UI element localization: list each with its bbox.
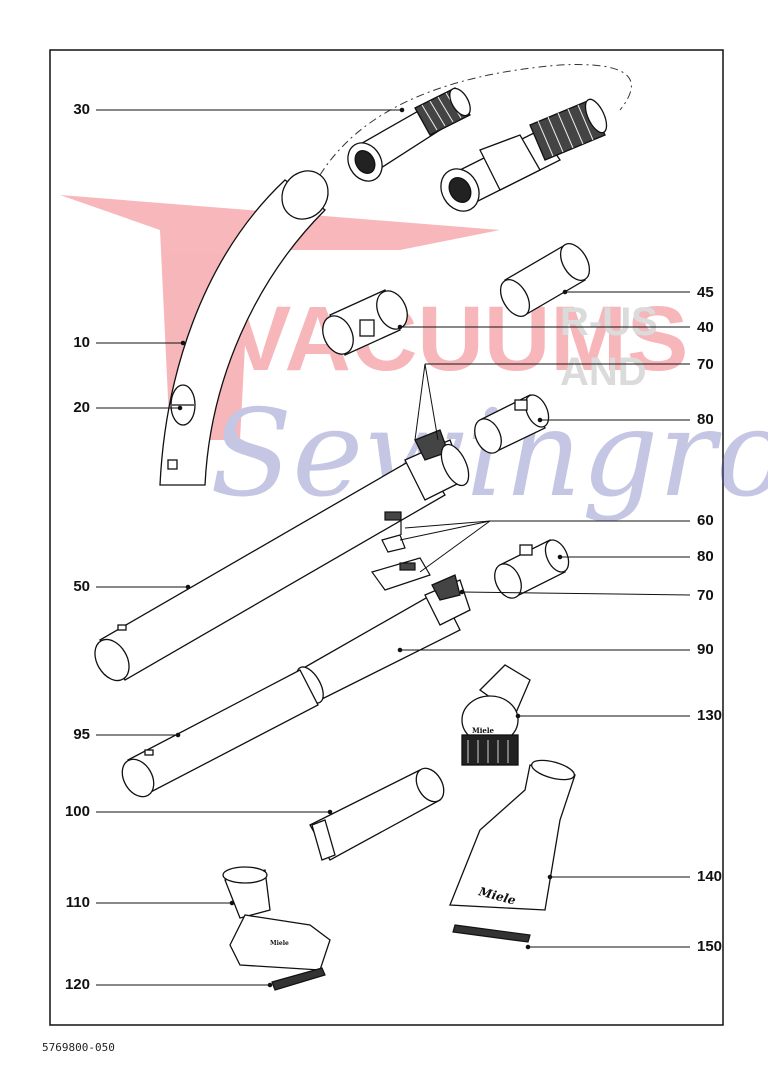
callout-80-upper: 80 — [697, 411, 714, 428]
callout-30: 30 — [73, 101, 90, 118]
tool-brand-mark: Miele — [270, 940, 289, 947]
part-30-hose-connector — [347, 87, 471, 182]
diagram-frame — [49, 49, 724, 1026]
part-50-tube — [94, 429, 470, 682]
watermark-line2: Sewingroo — [210, 385, 768, 524]
callout-45: 45 — [697, 284, 714, 301]
part-80-coupling-upper — [474, 394, 550, 454]
callout-60: 60 — [697, 512, 714, 529]
watermark-line1: VACUUMS — [230, 288, 688, 390]
callout-140: 140 — [697, 868, 723, 885]
assembly-guide-line — [319, 64, 632, 176]
watermark-shape — [60, 195, 500, 440]
callout-150: 150 — [697, 938, 723, 955]
brush-brand-mark: Miele — [472, 726, 495, 735]
document-number: 5769800-050 — [42, 1041, 115, 1054]
watermark-line1c: AND — [560, 350, 647, 394]
part-140-upholstery-nozzle: Miele — [449, 759, 576, 911]
part-80-coupling-lower — [494, 539, 570, 599]
callout-120: 120 — [64, 976, 90, 993]
part-10-bent-handle — [159, 170, 329, 486]
callout-70-upper: 70 — [697, 356, 714, 373]
callout-90: 90 — [697, 641, 714, 658]
part-60-clip-set — [371, 511, 431, 591]
callout-50: 50 — [73, 578, 90, 595]
callout-10: 10 — [73, 334, 90, 351]
part-100-crevice-nozzle — [309, 767, 445, 861]
callout-40: 40 — [697, 319, 714, 336]
leader-lines — [96, 107, 691, 988]
part-110-mini-tool: Miele — [222, 866, 331, 971]
part-90-95-telescopic-tube — [121, 574, 471, 798]
part-40-adapter — [322, 289, 408, 356]
callout-20: 20 — [73, 399, 90, 416]
callout-100: 100 — [64, 803, 90, 820]
part-150-strip — [452, 924, 531, 943]
callout-95: 95 — [73, 726, 90, 743]
part-45-sleeve — [499, 243, 591, 317]
callout-130: 130 — [697, 707, 723, 724]
part-30-hose-connector-rear — [440, 98, 608, 212]
watermark-line1b: R-US — [560, 300, 658, 344]
callout-70-lower: 70 — [697, 587, 714, 604]
part-130-dusting-brush: Miele — [461, 664, 531, 766]
callout-110: 110 — [65, 894, 90, 911]
callout-80-lower: 80 — [697, 548, 714, 565]
watermark: VACUUMS R-US AND Sewingroo — [60, 195, 768, 524]
part-120-pad — [271, 967, 326, 991]
